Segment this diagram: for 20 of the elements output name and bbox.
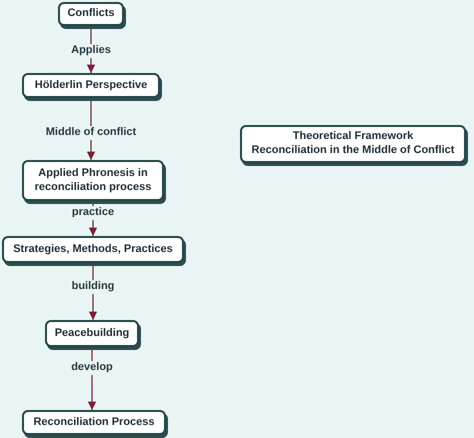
process-box xyxy=(22,73,160,98)
process-box xyxy=(58,2,124,26)
edge-label: building xyxy=(70,280,116,294)
box-title: Applied Phronesis in reconciliation process xyxy=(34,166,152,194)
box-title: Reconciliation Process xyxy=(33,416,155,430)
process-box xyxy=(22,160,164,201)
box-title: Theoretical Framework xyxy=(292,130,414,144)
process-box xyxy=(240,125,466,163)
box-title: Peacebuilding xyxy=(54,326,130,340)
box-title: Hölderlin Perspective xyxy=(34,78,148,92)
box-subtitle: Reconciliation in the Middle of Conflict xyxy=(252,144,454,158)
process-box xyxy=(45,320,139,347)
edge-label: Applies xyxy=(69,44,113,58)
edge-label: develop xyxy=(69,361,115,375)
box-title: Strategies, Methods, Practices xyxy=(13,242,173,256)
edge-label: practice xyxy=(70,206,116,220)
box-title: Conflicts xyxy=(67,7,115,21)
process-box xyxy=(2,236,184,263)
process-box xyxy=(22,410,166,435)
edge-label: Middle of conflict xyxy=(44,126,138,140)
